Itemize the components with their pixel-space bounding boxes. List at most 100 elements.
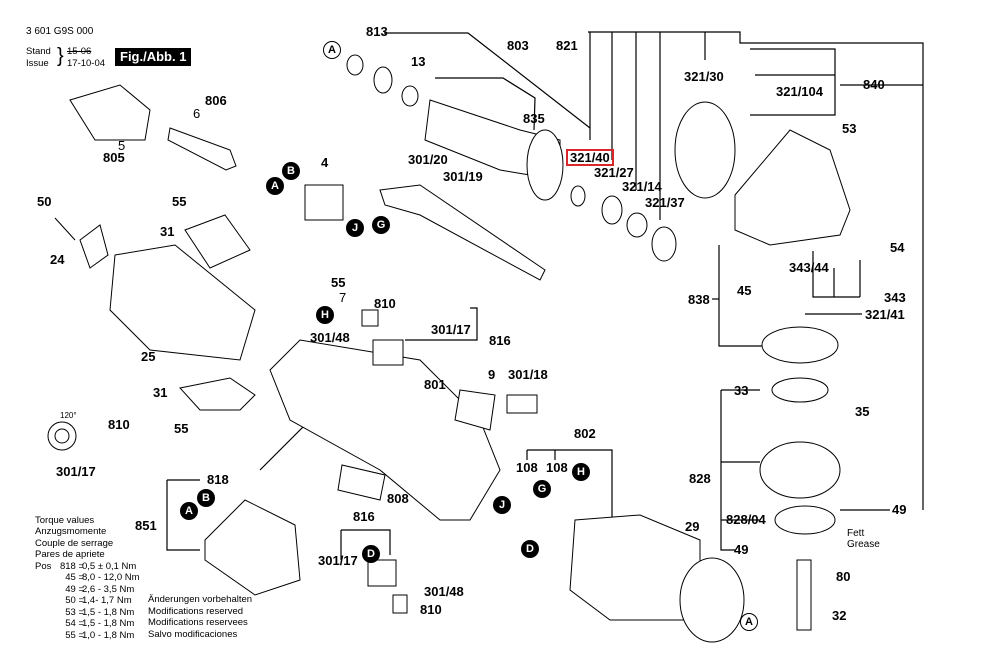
part-label-321-41: 321/41 <box>865 307 905 322</box>
issue-label: Issue <box>26 58 49 69</box>
torque-row-value: 1,5 - 1,8 Nm <box>82 618 135 629</box>
part-label-24: 24 <box>50 252 65 267</box>
part-label-835: 835 <box>523 111 545 126</box>
part-label-33: 33 <box>734 383 749 398</box>
part-label-805: 805 <box>103 150 125 165</box>
disclaimer-en: Modifications reserved <box>148 606 244 617</box>
part-label-31-bottom: 31 <box>153 385 168 400</box>
ref-marker-g: G <box>372 216 390 234</box>
ref-marker-j-right: J <box>493 496 511 514</box>
leader-813 <box>384 32 591 129</box>
ref-marker-a-light: A <box>323 41 341 59</box>
stand-label: Stand <box>26 46 51 57</box>
part-label-45: 45 <box>737 283 752 298</box>
angle-label: 120° <box>60 411 77 420</box>
part-label-55-bottom: 55 <box>174 421 189 436</box>
part-label-32: 32 <box>832 608 847 623</box>
ref-marker-d-lower: D <box>362 545 380 563</box>
torque-row-value: 2,6 - 3,5 Nm <box>82 584 135 595</box>
part-bevel-gear <box>761 326 839 364</box>
torque-title-es: Pares de apriete <box>35 549 105 560</box>
ref-marker-a-lower: A <box>180 502 198 520</box>
part-label-821: 821 <box>556 38 578 53</box>
part-switch-rod <box>379 184 546 281</box>
part-label-851: 851 <box>135 518 157 533</box>
part-label-321-14: 321/14 <box>622 179 662 194</box>
part-bearing-cover <box>674 101 736 199</box>
part-label-13: 13 <box>411 54 426 69</box>
part-label-816-bottom: 816 <box>353 509 375 524</box>
part-label-838: 838 <box>688 292 710 307</box>
part-label-801: 801 <box>424 377 446 392</box>
disclaimer-es: Salvo modificaciones <box>148 629 238 640</box>
part-label-301-20: 301/20 <box>408 152 448 167</box>
part-label-301-48-bottom: 301/48 <box>424 584 464 599</box>
part-label-813: 813 <box>366 24 388 39</box>
torque-row-pos: 45 = <box>65 572 84 583</box>
torque-row-pos: 49 = <box>65 584 84 595</box>
part-rear-housing <box>109 244 256 361</box>
part-label-828: 828 <box>689 471 711 486</box>
part-label-301-17-bottom: 301/17 <box>318 553 358 568</box>
torque-title-en: Torque values <box>35 515 95 526</box>
part-label-321-104: 321/104 <box>776 84 823 99</box>
part-label-810-bottom: 810 <box>420 602 442 617</box>
part-label-301-17-spring: 301/17 <box>56 464 96 479</box>
torque-row-value: 1,5 - 1,8 Nm <box>82 607 135 618</box>
torque-row-value: 8,0 - 12,0 Nm <box>82 572 140 583</box>
part-label-321-40-highlighted: 321/40 <box>566 149 614 166</box>
part-label-49-right: 49 <box>892 502 907 517</box>
part-label-840: 840 <box>863 77 885 92</box>
grease-note-en: Grease <box>847 539 880 550</box>
part-label-5: 5 <box>118 138 126 153</box>
part-label-321-37: 321/37 <box>645 195 685 210</box>
ref-marker-a-guard: A <box>740 613 758 631</box>
stand-value: 15-06 <box>67 46 92 57</box>
torque-row-pos: 818 = <box>59 561 84 572</box>
torque-title-de: Anzugsmomente <box>35 526 107 537</box>
ref-marker-b-lower: B <box>197 489 215 507</box>
part-cover-bottom <box>179 377 256 411</box>
leader-803-bracket <box>435 77 536 131</box>
part-label-108-left: 108 <box>516 460 538 475</box>
part-motor-housing <box>269 339 501 521</box>
part-label-80: 80 <box>836 569 851 584</box>
ref-marker-a: A <box>266 177 284 195</box>
part-switch <box>304 184 344 221</box>
part-label-4: 4 <box>321 155 329 170</box>
ref-marker-j: J <box>346 219 364 237</box>
part-label-321-27: 321/27 <box>594 165 634 180</box>
part-label-53: 53 <box>842 121 857 136</box>
part-label-29: 29 <box>685 519 700 534</box>
part-label-808: 808 <box>387 491 409 506</box>
part-label-50: 50 <box>37 194 52 209</box>
document-number: 3 601 G9S 000 <box>26 26 94 37</box>
part-label-810-mid: 810 <box>374 296 396 311</box>
part-label-54: 54 <box>890 240 905 255</box>
part-label-301-17-mid: 301/17 <box>431 322 471 337</box>
torque-row-pos: 50 = <box>65 595 84 606</box>
part-label-6: 6 <box>193 106 201 121</box>
part-label-25: 25 <box>141 349 156 364</box>
part-plug <box>69 84 151 141</box>
part-label-7: 7 <box>339 290 347 305</box>
part-spindle <box>796 559 812 631</box>
torque-title-fr: Couple de serrage <box>35 538 114 549</box>
part-label-343: 343 <box>884 290 906 305</box>
part-gear-head <box>734 129 851 246</box>
part-label-321-30: 321/30 <box>684 69 724 84</box>
part-label-108-right: 108 <box>546 460 568 475</box>
part-label-828-04: 828/04 <box>726 512 766 527</box>
part-label-9: 9 <box>488 367 496 382</box>
part-label-806: 806 <box>205 93 227 108</box>
disclaimer-de: Änderungen vorbehalten <box>148 594 253 605</box>
part-label-802: 802 <box>574 426 596 441</box>
ref-marker-h: H <box>316 306 334 324</box>
issue-value: 17-10-04 <box>67 58 106 69</box>
leader-821-group <box>588 31 924 510</box>
torque-row-pos: 55 = <box>65 630 84 641</box>
part-brush-base <box>204 499 301 596</box>
part-label-810-spring: 810 <box>108 417 130 432</box>
part-label-35: 35 <box>855 404 870 419</box>
